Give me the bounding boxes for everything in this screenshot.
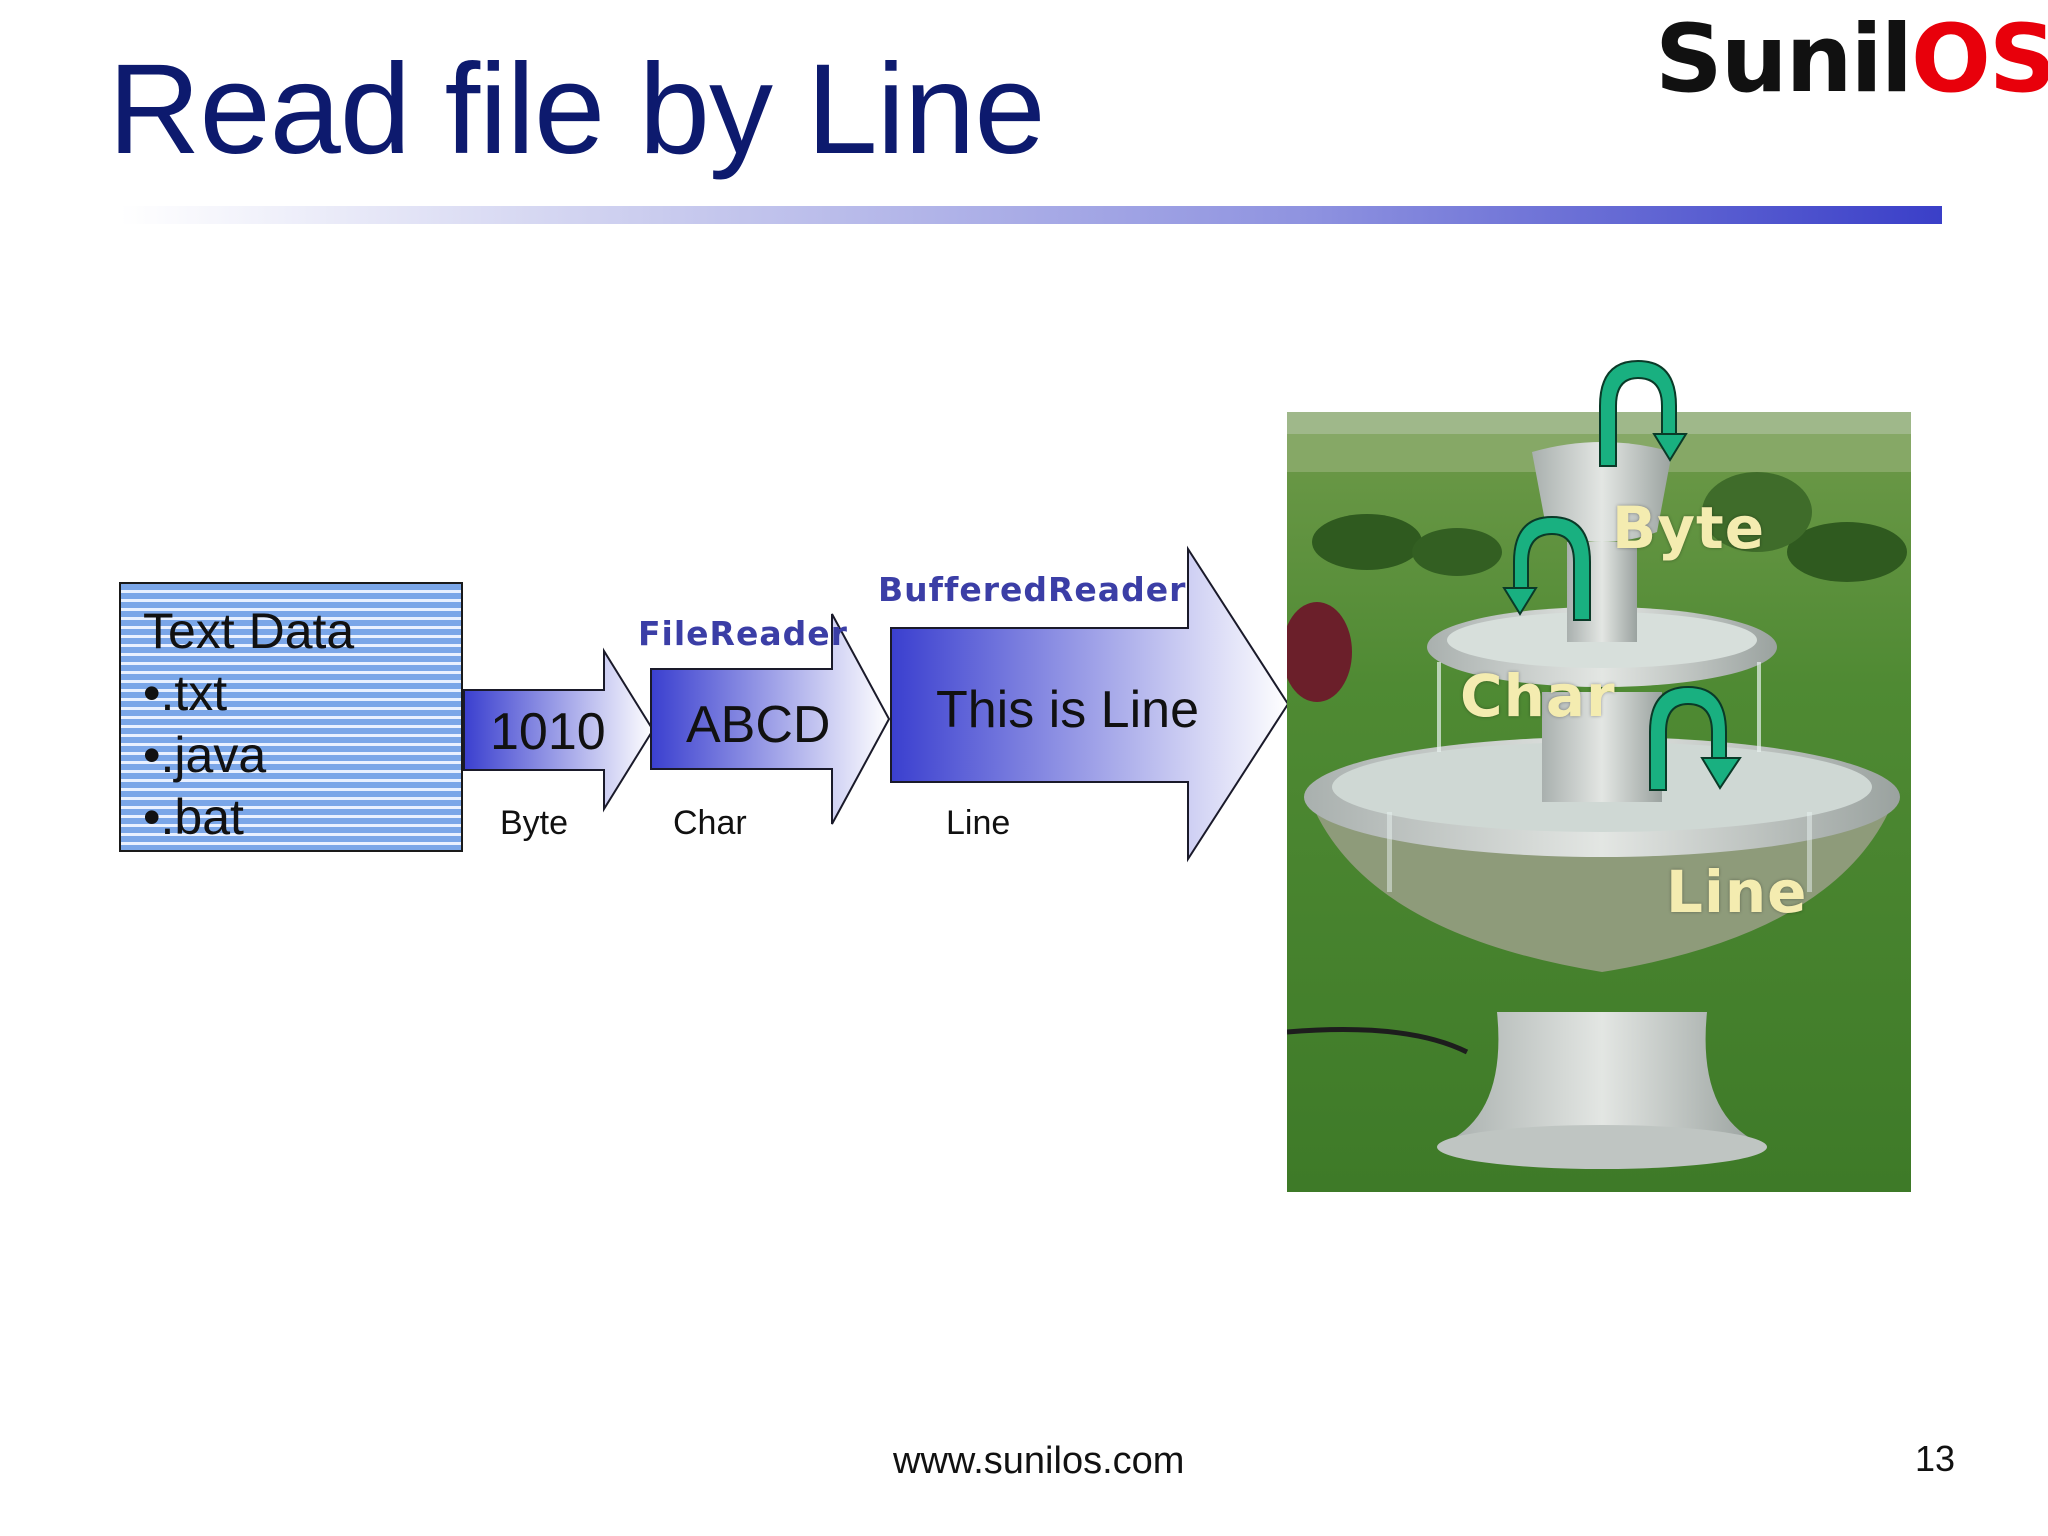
char-stream-value: ABCD: [686, 696, 831, 754]
bufferedreader-arrow: [890, 545, 1290, 863]
slide-title: Read file by Line: [108, 38, 1045, 181]
u-turn-arrow-icon: [1502, 515, 1591, 621]
bufferedreader-label: BufferedReader: [878, 570, 1187, 609]
title-gradient-rule: [120, 206, 1942, 224]
byte-stream-value: 1010: [490, 703, 606, 761]
text-data-item-bat: •.bat: [143, 789, 244, 845]
char-unit-label: Char: [673, 804, 747, 842]
footer-url: www.sunilos.com: [893, 1440, 1185, 1482]
u-turn-arrow-icon: [1649, 685, 1742, 791]
logo-text-os: OS: [1910, 5, 2048, 114]
page-number: 13: [1915, 1438, 1956, 1479]
text-data-box: Text Data •.txt •.java •.bat: [119, 582, 463, 852]
fountain-label-char: Char: [1460, 662, 1616, 730]
line-stream-value: This is Line: [936, 681, 1199, 739]
filereader-arrow: [650, 613, 891, 825]
byte-unit-label: Byte: [500, 804, 569, 842]
byte-stream-arrow: [463, 647, 655, 813]
text-data-item-java: •.java: [143, 727, 267, 783]
text-data-item-txt: •.txt: [143, 665, 228, 721]
fountain-label-line: Line: [1666, 858, 1808, 926]
fountain-label-byte: Byte: [1612, 494, 1766, 562]
filereader-label: FileReader: [638, 614, 848, 653]
sunilos-logo: SunilOS: [1655, 8, 2048, 111]
logo-text-sunil: Sunil: [1655, 5, 1913, 114]
text-data-heading: Text Data: [143, 603, 355, 659]
u-turn-arrow-icon: [1599, 359, 1688, 467]
line-unit-label: Line: [946, 804, 1011, 842]
